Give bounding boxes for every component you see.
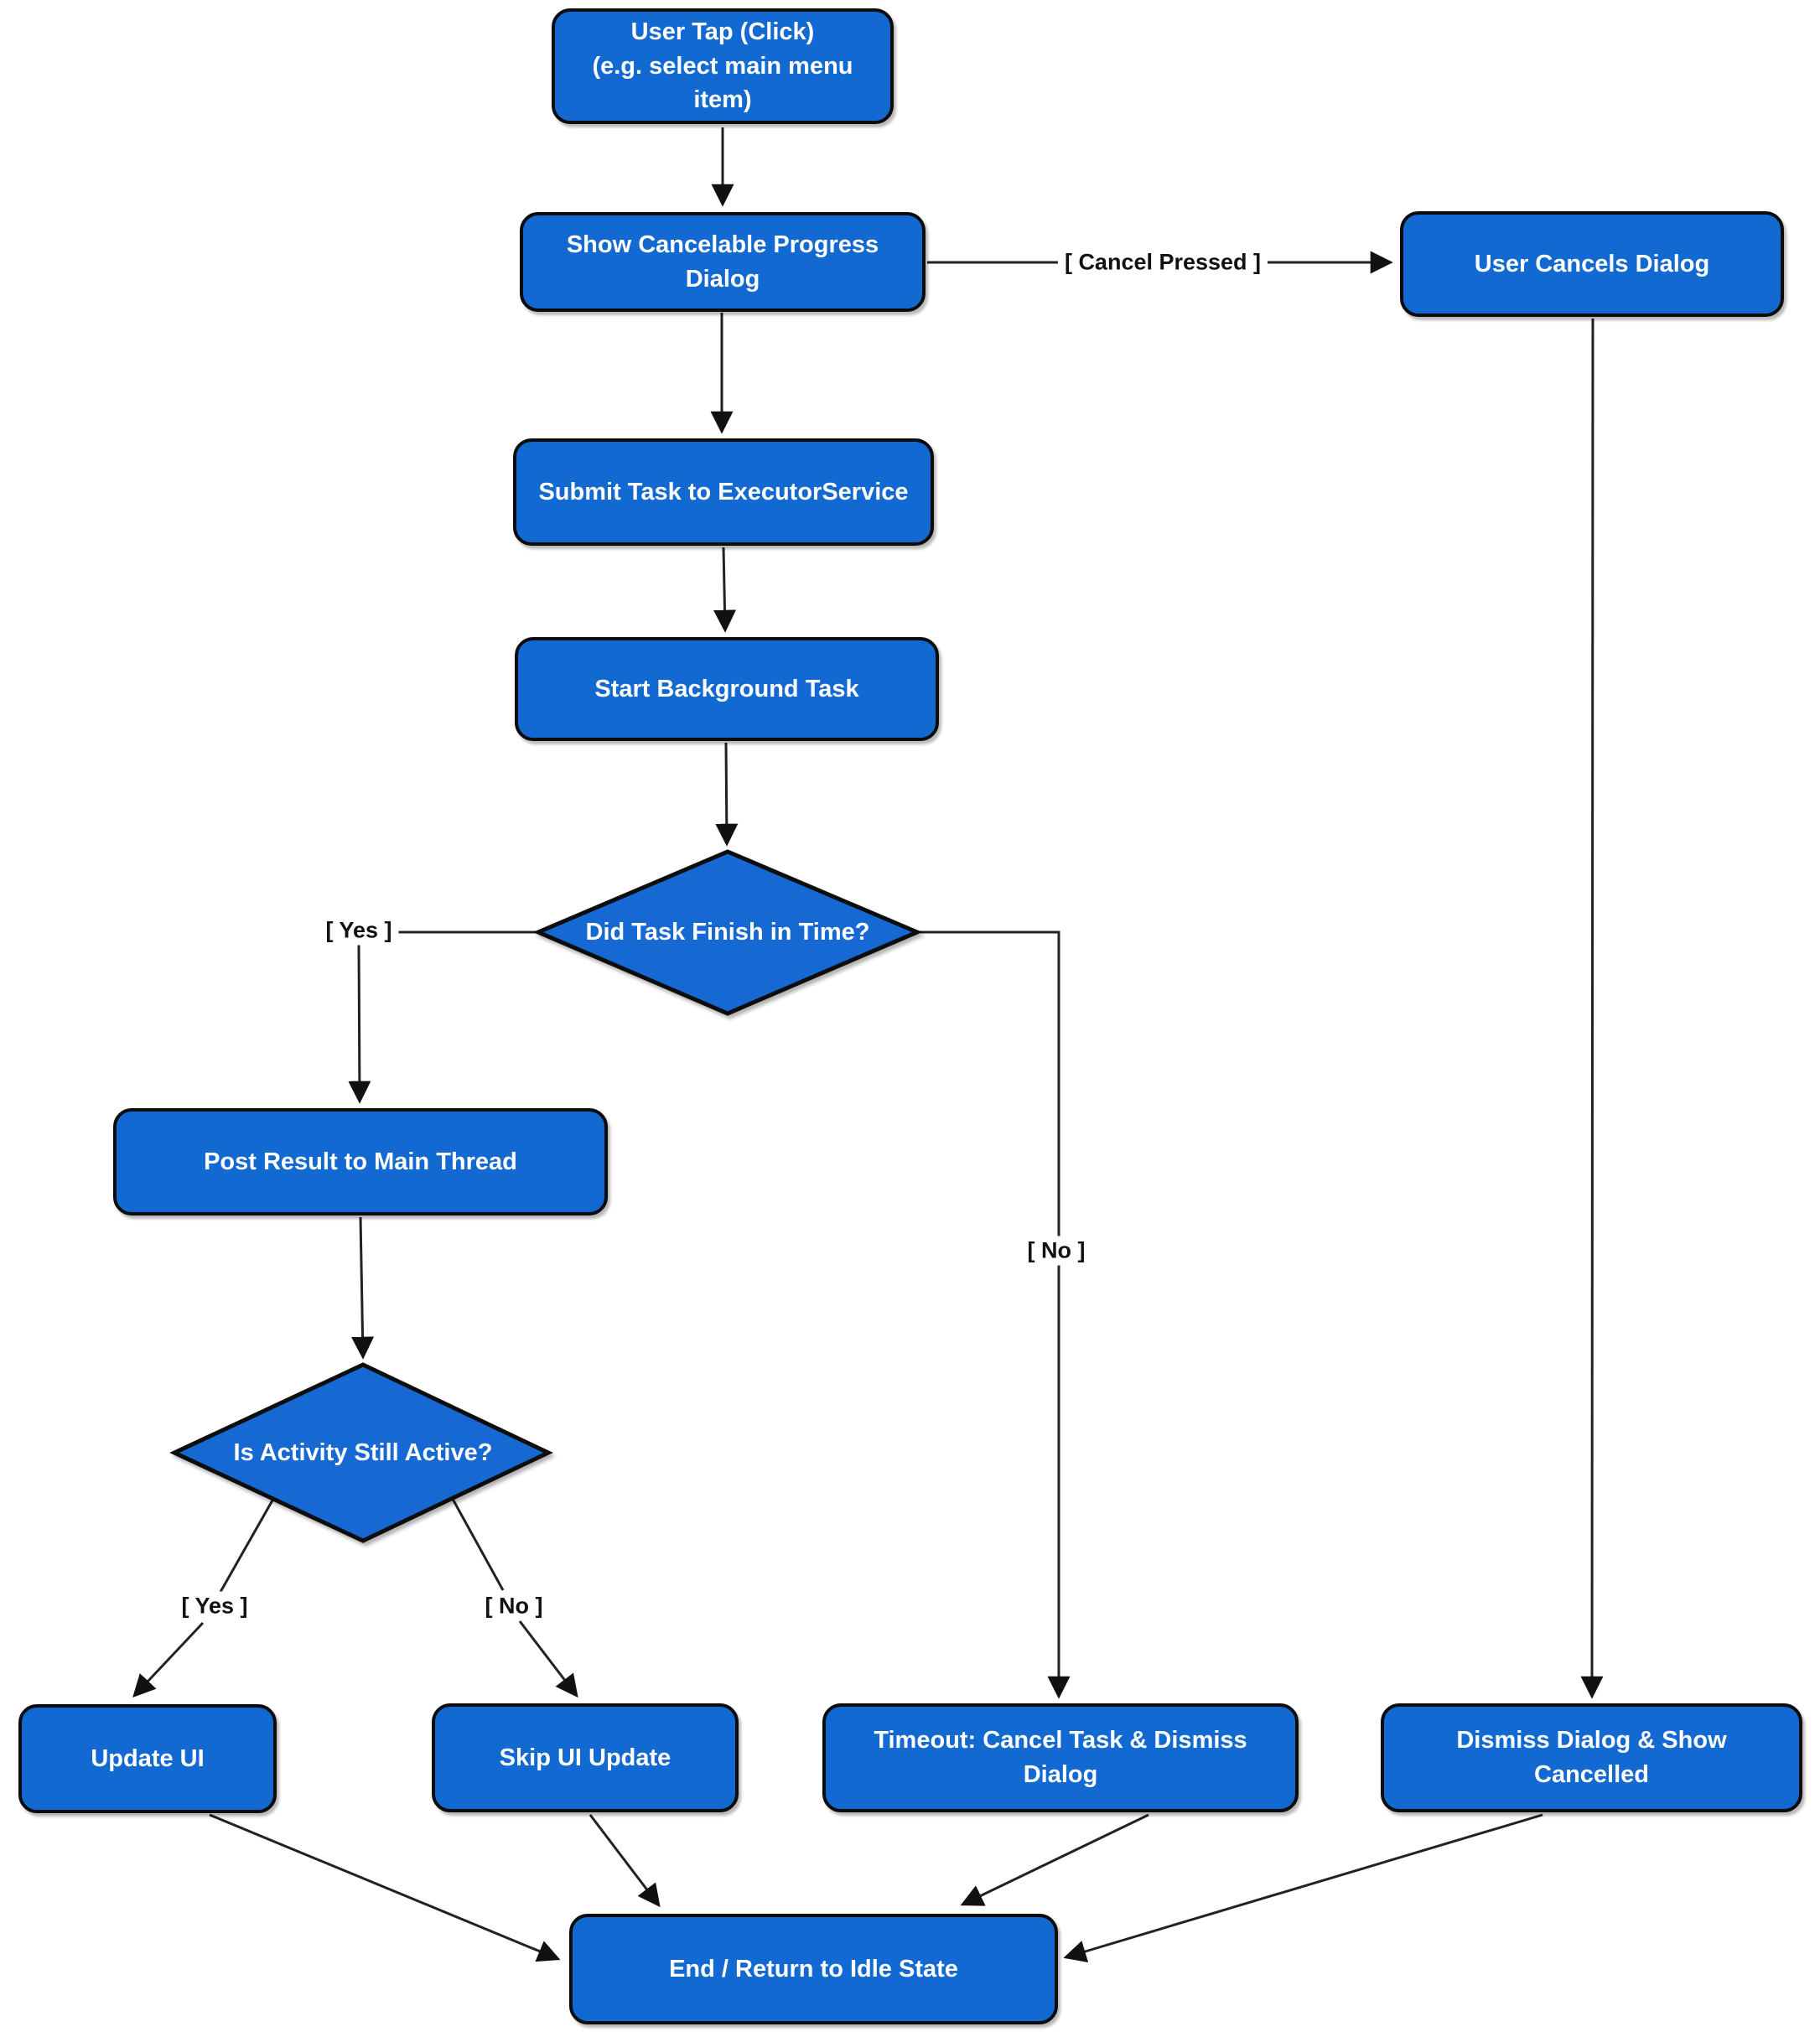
- decision-task-finish-label: Did Task Finish in Time?: [585, 918, 870, 946]
- edge-submittask-to-starttask: [713, 547, 737, 633]
- node-skip-ui-update: Skip UI Update: [432, 1703, 739, 1812]
- diamond-task-finish: [532, 849, 923, 1016]
- edge-label-task-finish-yes: [ Yes ]: [319, 915, 399, 946]
- edge-postresult-to-activityactive: [351, 1216, 375, 1360]
- edge-taskfinish-no-to-timeout: [917, 930, 1071, 1699]
- edge-label-activity-no: [ No ]: [478, 1591, 550, 1621]
- node-update-ui: Update UI: [18, 1704, 277, 1813]
- node-user-cancels-dialog: User Cancels Dialog: [1400, 211, 1784, 317]
- node-show-progress-dialog: Show Cancelable Progress Dialog: [520, 212, 926, 312]
- edge-label-cancel-pressed: [ Cancel Pressed ]: [1057, 247, 1268, 277]
- edge-taskfinish-yes-to-postresult: [348, 943, 371, 1104]
- edge-usercancels-to-dismiss: [1580, 318, 1604, 1699]
- edge-activity-no-to-skipui: [518, 1620, 578, 1698]
- decision-activity-active-label: Is Activity Still Active?: [233, 1438, 493, 1466]
- edge-activity-yes-upper: [219, 1492, 278, 1593]
- node-submit-task: Submit Task to ExecutorService: [513, 438, 934, 546]
- node-start-background-task: Start Background Task: [515, 637, 939, 741]
- edge-dismiss-to-end: [1063, 1813, 1543, 1962]
- node-timeout-cancel: Timeout: Cancel Task & Dismiss Dialog: [822, 1703, 1299, 1812]
- node-user-tap: User Tap (Click) (e.g. select main menu …: [552, 8, 894, 124]
- edge-starttask-to-taskfinish: [715, 742, 739, 847]
- edge-label-task-finish-no: [ No ]: [1020, 1236, 1092, 1266]
- edge-activity-no-upper: [448, 1492, 505, 1591]
- node-post-result: Post Result to Main Thread: [113, 1108, 608, 1215]
- edge-activity-yes-to-updateui: [132, 1621, 205, 1698]
- node-dismiss-show-cancelled: Dismiss Dialog & Show Cancelled: [1381, 1703, 1802, 1812]
- node-end-idle: End / Return to Idle State: [569, 1914, 1058, 2024]
- edge-label-activity-yes: [ Yes ]: [174, 1591, 255, 1621]
- edge-timeout-to-end: [960, 1813, 1149, 1906]
- edge-skipui-to-end: [589, 1814, 661, 1908]
- diamond-activity-active: [169, 1362, 553, 1543]
- edge-updateui-to-end: [209, 1813, 561, 1962]
